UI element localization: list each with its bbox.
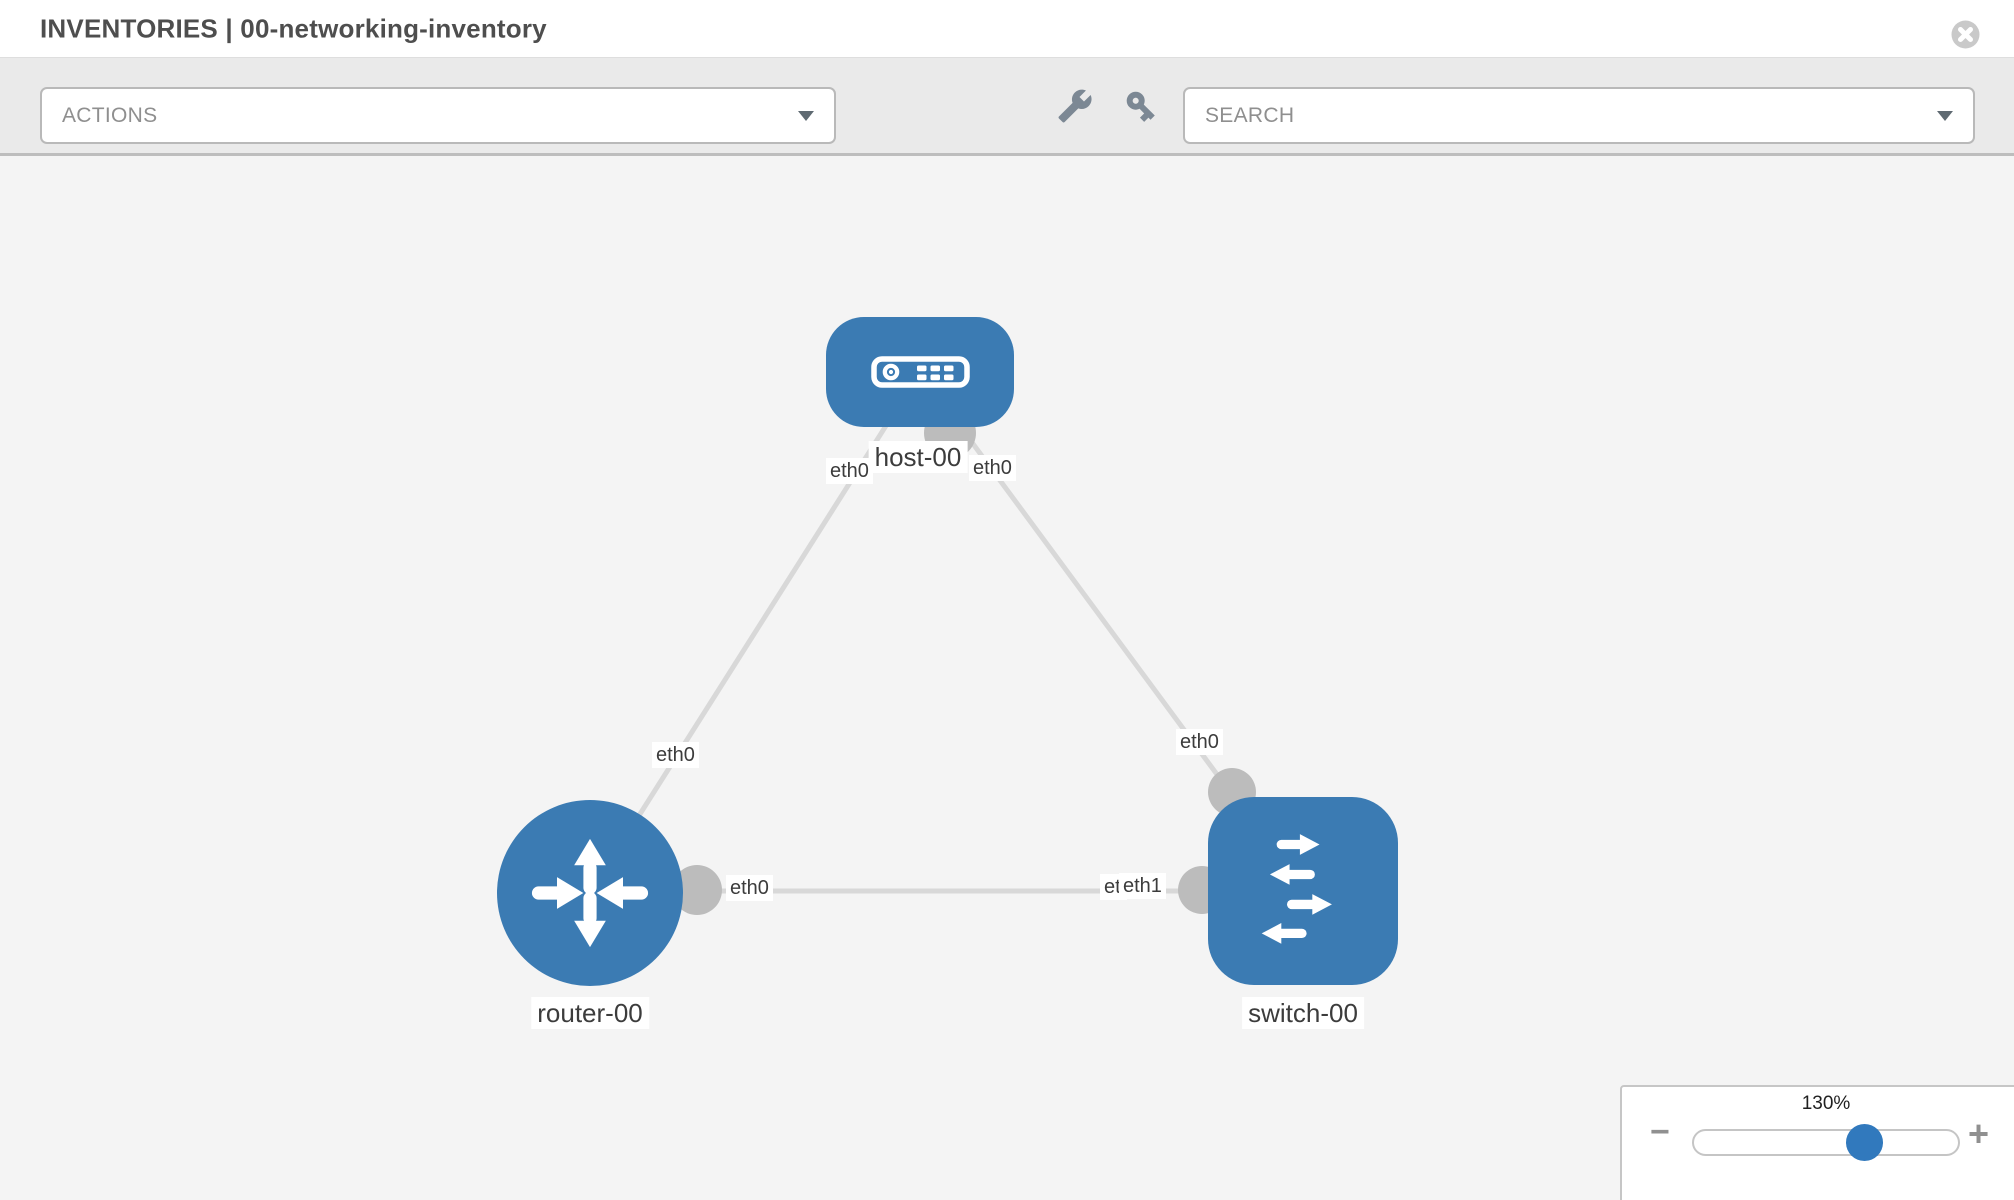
zoom-control-panel: 130% − + xyxy=(1620,1085,2014,1200)
topology-edges-layer xyxy=(587,370,1306,915)
toolbar: ACTIONS SEARCH xyxy=(0,57,2014,156)
key-icon[interactable] xyxy=(1122,87,1160,125)
host-icon xyxy=(870,356,970,388)
header: INVENTORIES | 00-networking-inventory xyxy=(0,0,2014,57)
port-circle-router xyxy=(672,865,722,915)
close-button[interactable] xyxy=(1951,20,1980,49)
interface-label-host-to-switch: eth0 xyxy=(969,455,1016,481)
zoom-level-value: 130% xyxy=(1801,1093,1851,1114)
close-icon xyxy=(1951,20,1980,49)
node-label-router-00: router-00 xyxy=(531,997,649,1029)
toolbar-icons xyxy=(1056,58,1160,154)
wrench-icon[interactable] xyxy=(1056,87,1094,125)
search-dropdown-label: SEARCH xyxy=(1205,103,1295,127)
interface-label-router-to-host: eth0 xyxy=(652,742,699,768)
node-router-00[interactable] xyxy=(497,800,683,986)
interface-label-host-to-router: eth0 xyxy=(826,458,873,484)
node-switch-00[interactable] xyxy=(1208,797,1398,985)
interface-label-router-to-switch: eth0 xyxy=(726,875,773,901)
actions-dropdown-label: ACTIONS xyxy=(62,103,158,127)
zoom-slider-thumb[interactable] xyxy=(1846,1124,1883,1161)
zoom-in-button[interactable]: + xyxy=(1968,1113,1990,1154)
node-label-host-00: host-00 xyxy=(868,441,968,473)
switch-icon xyxy=(1261,834,1332,944)
page-title: INVENTORIES | 00-networking-inventory xyxy=(40,13,547,43)
interface-label-switch-to-router: eth1 xyxy=(1119,873,1166,899)
zoom-out-button[interactable]: − xyxy=(1650,1113,1670,1151)
node-host-00[interactable] xyxy=(826,317,1014,427)
search-dropdown[interactable]: SEARCH xyxy=(1183,87,1975,144)
interface-label-switch-to-host: eth0 xyxy=(1176,729,1223,755)
actions-dropdown[interactable]: ACTIONS xyxy=(40,87,836,144)
router-icon xyxy=(531,838,649,948)
chevron-down-icon xyxy=(1937,110,1953,121)
node-label-switch-00: switch-00 xyxy=(1242,997,1364,1029)
zoom-slider[interactable] xyxy=(1692,1129,1960,1156)
topology-canvas[interactable]: host-00 router-00 switch-00 eth0 eth0 et… xyxy=(0,156,2014,1200)
chevron-down-icon xyxy=(798,110,814,121)
